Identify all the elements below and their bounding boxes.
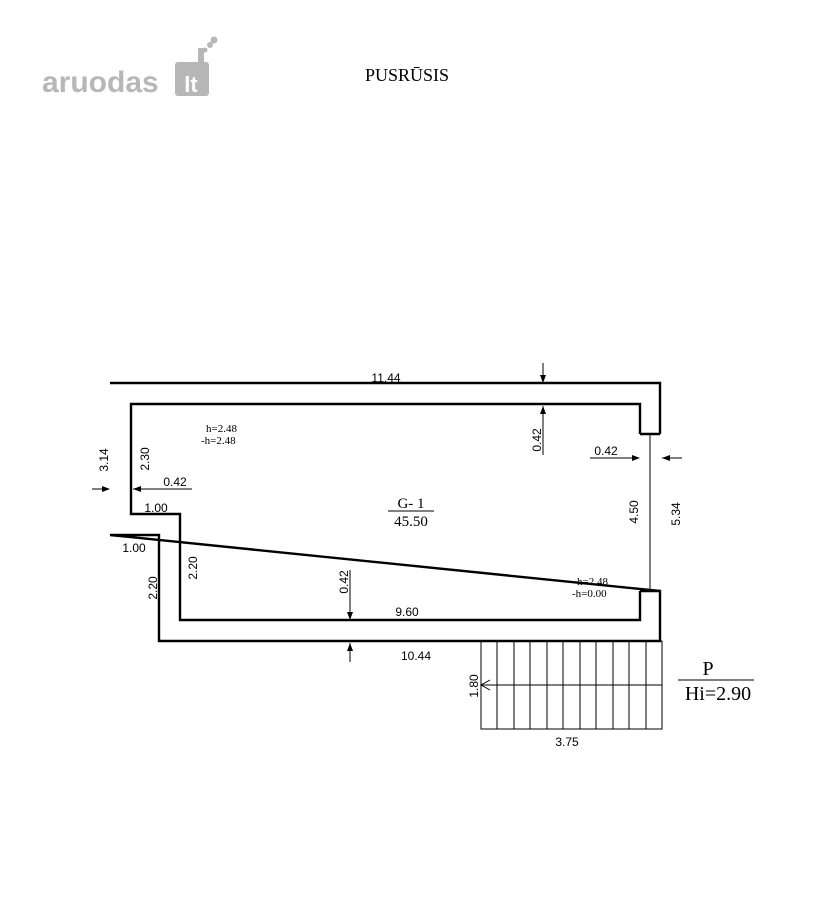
- dim-left-inner-upper: 2.30: [138, 447, 152, 471]
- aruodas-logo: aruodas lt: [42, 36, 218, 99]
- dim-step-inner: 1.00: [144, 501, 168, 515]
- room-area: 45.50: [394, 514, 428, 530]
- level-name: P: [702, 658, 713, 680]
- dim-left-inner-lower: 2.20: [186, 556, 200, 580]
- outer-wall: [109, 381, 662, 643]
- height-bottom-neg-h: -h=0.00: [572, 588, 607, 600]
- plan-title: PUSRŪSIS: [365, 65, 449, 85]
- dim-outer-bottom: 10.44: [401, 649, 431, 663]
- dim-wall-bottom: 0.42: [337, 570, 351, 594]
- height-bottom-h: h=2.48: [577, 576, 608, 588]
- logo-smoke-icon: [210, 36, 218, 44]
- logo-smoke-icon: [202, 47, 208, 53]
- logo-suffix: lt: [184, 72, 198, 97]
- dim-right-outer: 5.34: [669, 502, 683, 526]
- inner-wall: [129, 402, 642, 622]
- height-top-neg-h: -h=2.48: [201, 435, 236, 447]
- dim-wall-left: 0.42: [163, 475, 187, 489]
- dim-left-outer-lower: 2.20: [146, 576, 160, 600]
- dim-step-outer: 1.00: [122, 541, 146, 555]
- dim-right-inner: 4.50: [627, 500, 641, 524]
- dimension-arrows: [92, 363, 682, 662]
- dim-wall-right: 0.42: [594, 444, 618, 458]
- logo-smoke-icon: [207, 42, 213, 48]
- logo-chimney-icon: [198, 48, 204, 62]
- logo-house-icon: [175, 62, 209, 96]
- dim-wall-top: 0.42: [530, 428, 544, 452]
- dim-inner-bottom: 9.60: [395, 605, 419, 619]
- logo-text: aruodas: [42, 66, 159, 99]
- dim-outer-top: 11.44: [371, 371, 400, 385]
- staircase: [479, 640, 663, 730]
- dim-stair-height: 1.80: [467, 674, 481, 698]
- dim-left-outer-upper: 3.14: [97, 448, 111, 472]
- stair-arrow-icon: [479, 679, 491, 691]
- room-id: G- 1: [397, 496, 424, 512]
- level-height: Hi=2.90: [685, 683, 751, 705]
- dim-stair-width: 3.75: [555, 735, 579, 749]
- height-top-h: h=2.48: [206, 423, 237, 435]
